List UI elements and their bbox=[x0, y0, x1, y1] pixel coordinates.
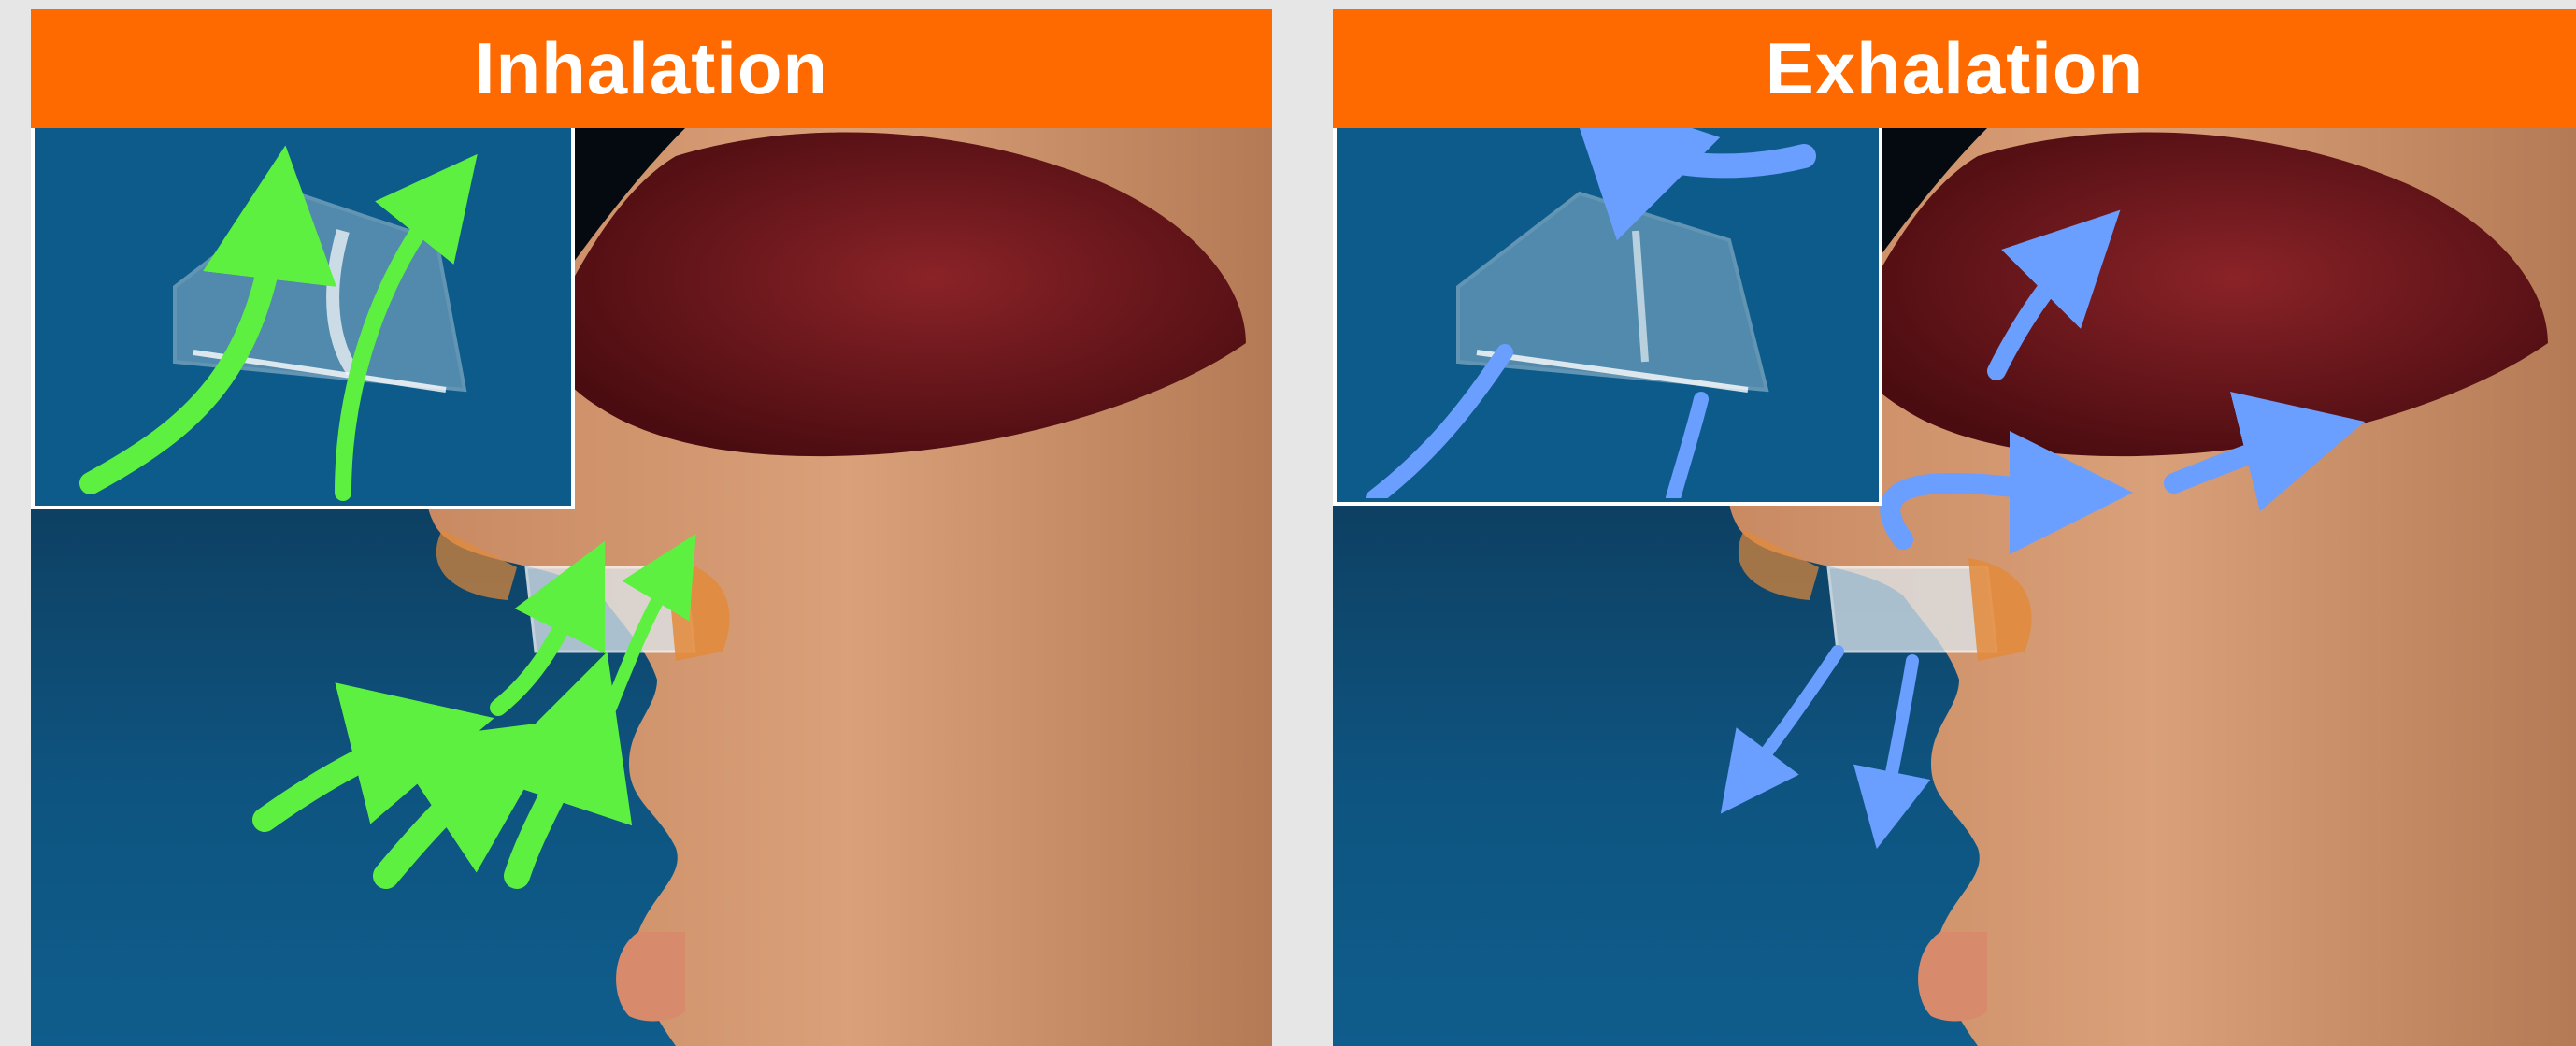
exhalation-banner: Exhalation bbox=[1333, 9, 2576, 128]
exhalation-title: Exhalation bbox=[1766, 26, 2143, 111]
inhalation-title: Inhalation bbox=[475, 26, 828, 111]
inhalation-device-inset bbox=[31, 128, 575, 509]
exhalation-device-inset bbox=[1333, 128, 1882, 506]
inhale-arrow bbox=[517, 726, 582, 876]
inhalation-panel: Inhalation bbox=[31, 9, 1272, 1046]
exhale-arrow bbox=[1673, 399, 1701, 498]
upper-lip bbox=[616, 932, 685, 1021]
exhale-arrow bbox=[1744, 652, 1838, 782]
exhale-arrow bbox=[1617, 137, 1804, 165]
exhalation-panel: Exhalation bbox=[1333, 9, 2576, 1046]
exhale-arrow bbox=[1374, 352, 1505, 498]
exhale-arrow bbox=[1884, 661, 1912, 810]
inhale-arrow bbox=[386, 764, 498, 876]
inhalation-banner: Inhalation bbox=[31, 9, 1272, 128]
inhale-arrow bbox=[265, 736, 423, 820]
upper-lip bbox=[1918, 932, 1987, 1021]
